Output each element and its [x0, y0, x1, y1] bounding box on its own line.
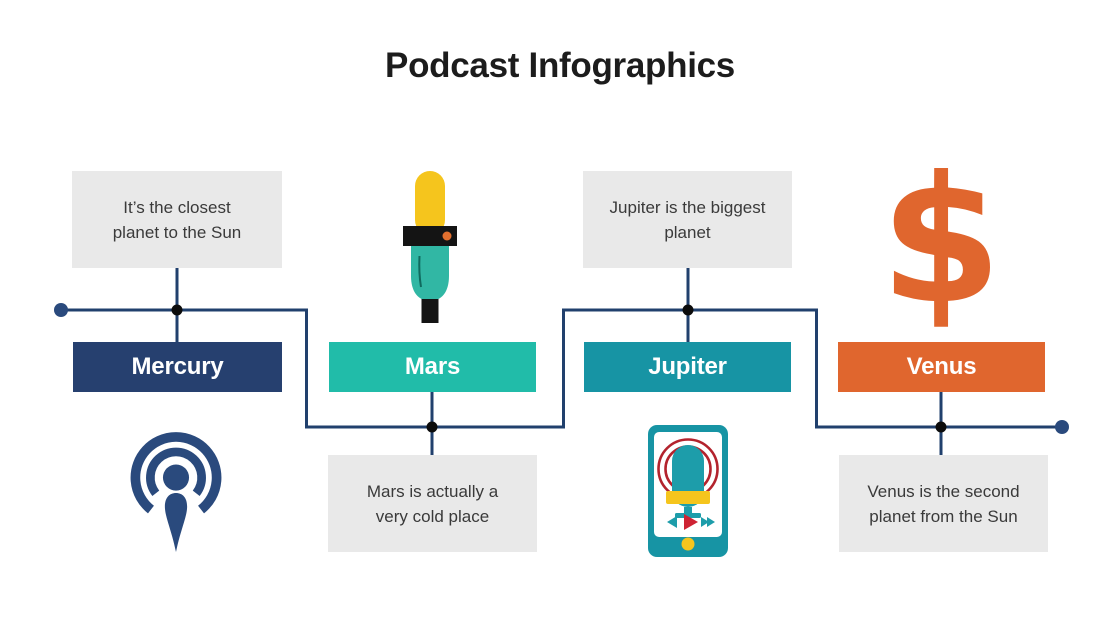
fact-box-mars: Mars is actually a very cold place	[328, 455, 537, 552]
fact-box-jupiter: Jupiter is the biggest planet	[583, 171, 792, 268]
end-dot	[54, 303, 68, 317]
dollar-icon: $	[880, 140, 1002, 343]
end-dot	[1055, 420, 1069, 434]
junction-dot	[682, 304, 694, 316]
smartphone-player-icon	[648, 425, 728, 557]
fact-box-venus: Venus is the second planet from the Sun	[839, 455, 1048, 552]
junction-dot	[426, 421, 438, 433]
banner-jupiter: Jupiter	[584, 342, 791, 392]
microphone-icon	[403, 171, 457, 323]
connector-line	[61, 308, 1062, 429]
fact-box-mercury: It’s the closest planet to the Sun	[72, 171, 282, 268]
banner-mars: Mars	[329, 342, 536, 392]
banner-venus: Venus	[838, 342, 1045, 392]
podcast-icon	[130, 432, 222, 552]
junction-dot	[171, 304, 183, 316]
page-title: Podcast Infographics	[385, 46, 735, 85]
junction-dot	[935, 421, 947, 433]
banner-mercury: Mercury	[73, 342, 282, 392]
